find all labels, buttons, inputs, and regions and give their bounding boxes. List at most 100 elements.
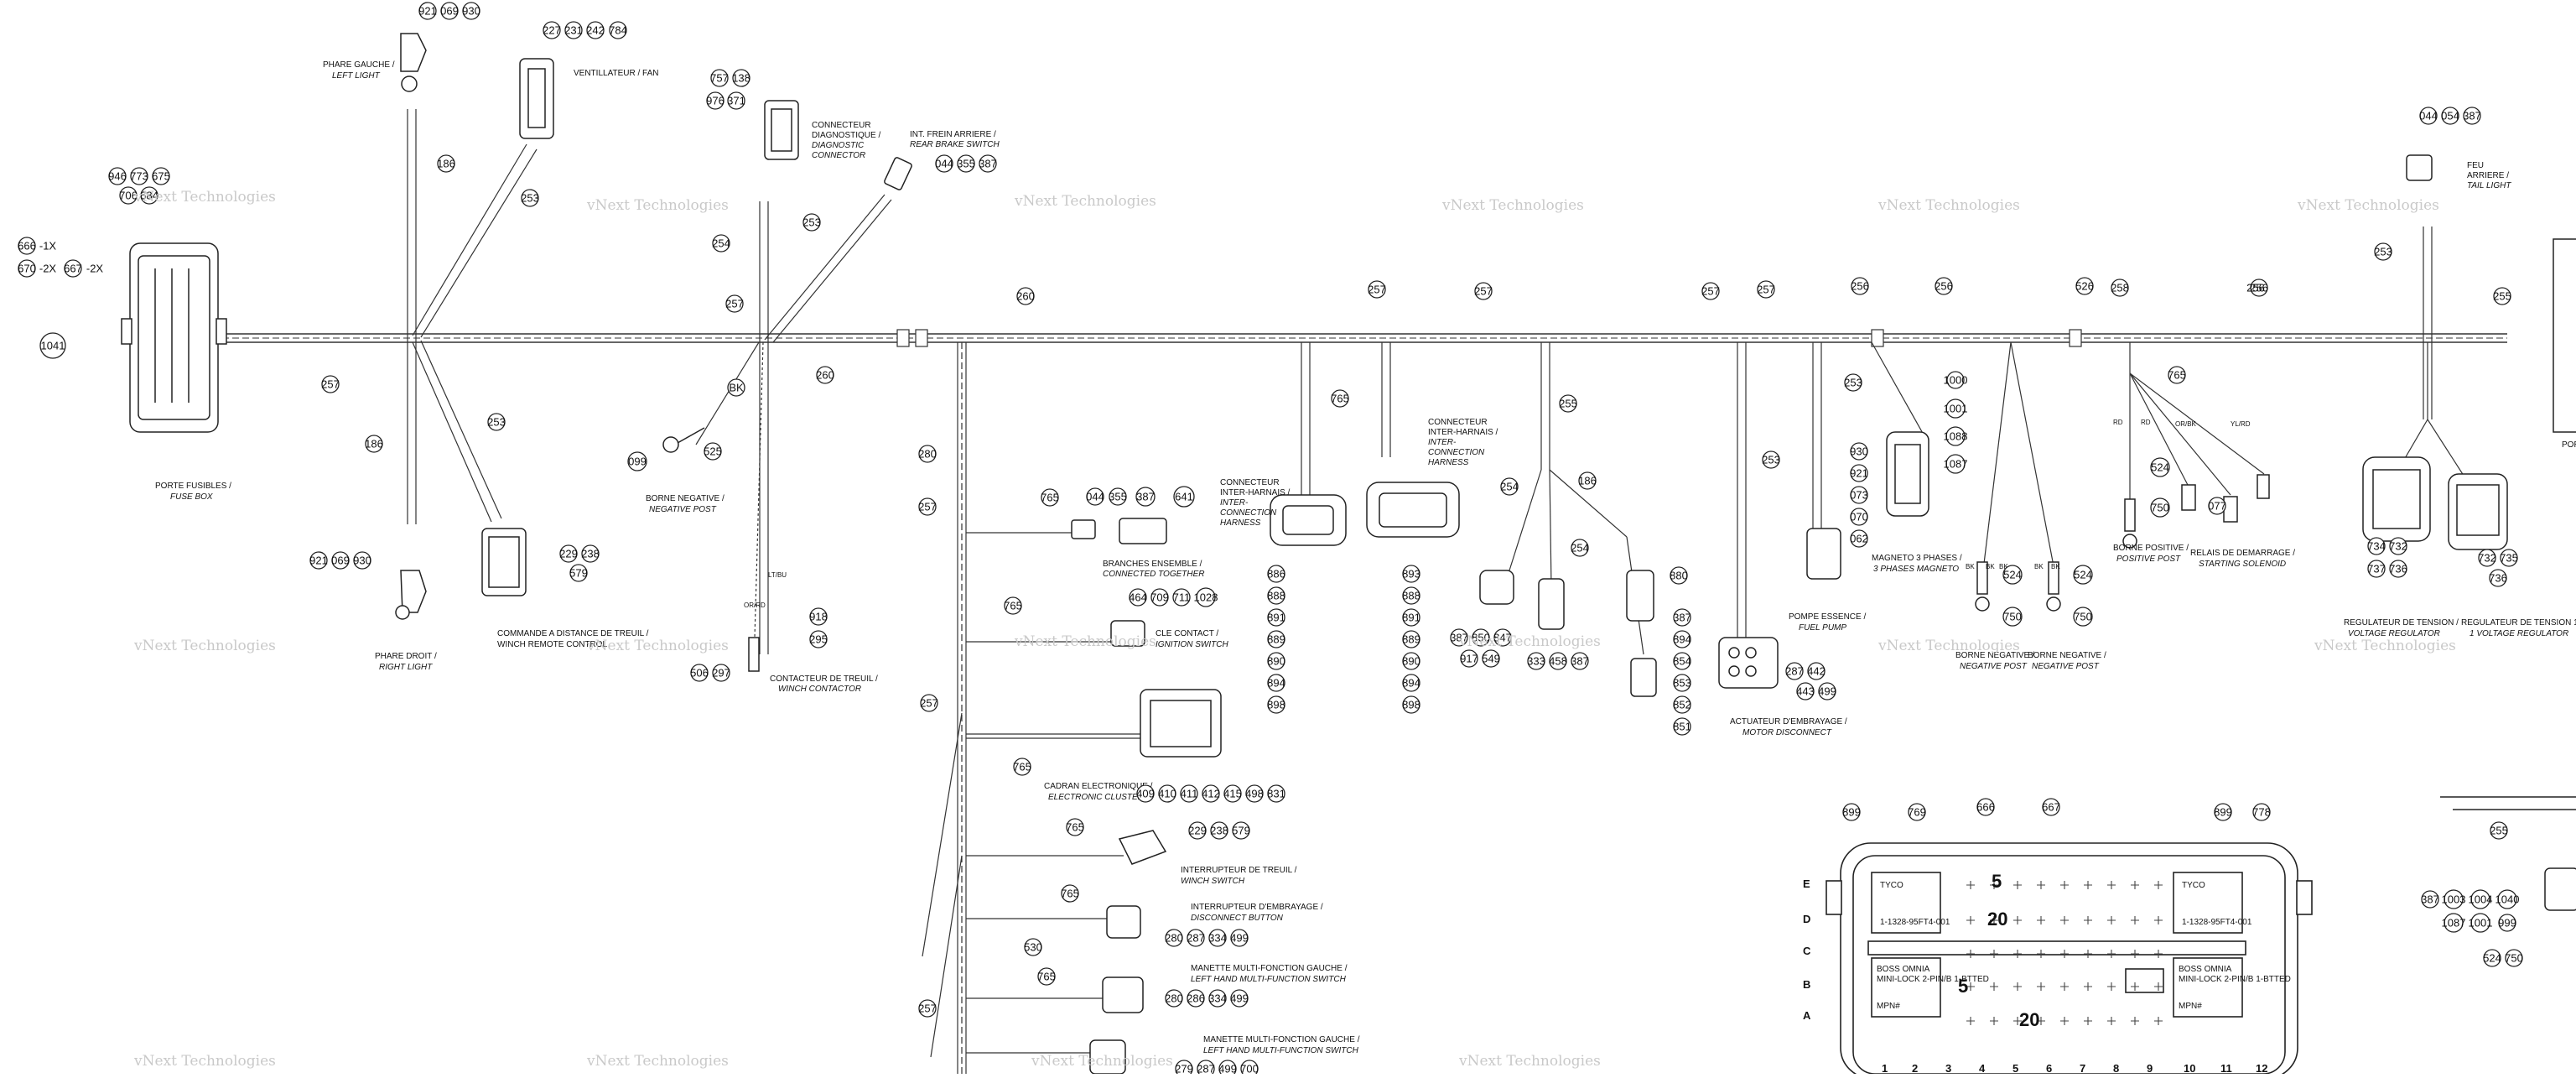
callout-c415: 415 — [1223, 784, 1242, 803]
callout-bk1: BK — [727, 378, 745, 397]
callout-text-c415: 415 — [1223, 788, 1242, 800]
callout-text-c976: 976 — [706, 95, 724, 107]
ecu-pin — [2037, 1017, 2045, 1025]
callout-c999: 999 — [2498, 914, 2516, 932]
ecu-pin — [2154, 881, 2163, 889]
callout-c670: 670 — [18, 259, 36, 278]
callout-text-c889b: 889 — [1402, 633, 1420, 646]
callout-c355a: 355 — [957, 154, 975, 173]
label-volt-reg2-1: REGULATEUR DE TENSION 1 / — [2461, 618, 2576, 628]
label-fan: VENTILLATEUR / FAN — [574, 69, 659, 78]
callout-text-c930b: 930 — [353, 555, 371, 567]
label-neg-post1-1: BORNE NEGATIVE / — [646, 494, 724, 503]
callout-text-c735: 735 — [2500, 552, 2518, 565]
callout-text-c946: 946 — [108, 170, 127, 183]
callout-text-r280a: 280 — [918, 448, 937, 461]
watermark-0: vNext Technologies — [133, 189, 276, 206]
callout-c334a: 334 — [1208, 929, 1227, 947]
ecu-col-6: 6 — [2046, 1062, 2052, 1074]
callout-text-c498: 498 — [1245, 788, 1264, 800]
component-labels: PORTE FUSIBLES / FUSE BOX PHARE GAUCHE /… — [155, 60, 2576, 1055]
callout-c750c: 750 — [2150, 497, 2170, 518]
label-rear-brake-2: REAR BRAKE SWITCH — [910, 140, 1000, 149]
callout-text-c524b: 524 — [2074, 569, 2092, 581]
ecu-fuse-a: 20 — [2019, 1009, 2039, 1030]
callout-text-r765b: 765 — [1041, 492, 1059, 504]
callout-c700: 700 — [1240, 1060, 1259, 1078]
callout-c894b: 894 — [1402, 674, 1420, 692]
callout-c847: 847 — [1493, 628, 1512, 647]
label-diag-2: DIAGNOSTIQUE / — [812, 131, 880, 140]
ecu-small-right-1: BOSS OMNIA — [2179, 965, 2232, 974]
callout-text-r257f: 257 — [1757, 284, 1775, 296]
watermark-9: vNext Technologies — [1458, 633, 1601, 650]
callout-text-c387b: 387 — [1136, 491, 1155, 503]
callout-text-c409: 409 — [1136, 788, 1155, 800]
callout-text-c732a: 732 — [2389, 540, 2407, 553]
watermark-4: vNext Technologies — [1877, 197, 2020, 214]
ecu-col-8: 8 — [2113, 1062, 2119, 1074]
wire-yl-rd: YL/RD — [2231, 420, 2251, 428]
callout-text-c1041: 1041 — [41, 340, 65, 352]
callout-r253f: 253 — [2374, 242, 2392, 261]
callout-c231: 231 — [564, 21, 583, 39]
callout-r257e: 257 — [1701, 282, 1720, 300]
callout-c898a: 898 — [1267, 695, 1285, 714]
ecu-fuse-top: 5 — [1992, 871, 2002, 892]
callout-text-c387f: 387 — [2463, 110, 2481, 122]
callout-text-c670: 670 — [18, 263, 36, 275]
callout-text-c736a: 736 — [2389, 563, 2407, 575]
callout-text-c295: 295 — [809, 633, 828, 646]
callout-text-c734: 734 — [2367, 540, 2386, 553]
ecu-pin — [2107, 916, 2116, 924]
callout-text-c524d: 524 — [2483, 952, 2501, 965]
ecu-pin — [2107, 881, 2116, 889]
ecu-pin — [2013, 982, 2022, 991]
callout-r257f: 257 — [1757, 280, 1775, 299]
callout-text-c1000: 1000 — [1944, 374, 1968, 387]
ecu-pin — [2154, 950, 2163, 958]
label-inter2-5: HARNESS — [1428, 458, 1469, 467]
callout-c778: 778 — [2252, 803, 2271, 821]
callout-c930c: 930 — [1850, 442, 1868, 461]
wire-bk-3: BK — [1999, 563, 2008, 570]
ecu-pin — [1966, 982, 1975, 991]
ecu-pin — [2107, 982, 2116, 991]
callout-r765h: 765 — [2168, 366, 2186, 384]
callout-text-c918: 918 — [809, 611, 828, 623]
callout-text-c334b: 334 — [1208, 992, 1227, 1005]
callout-text-c1001b: 1001 — [2469, 917, 2493, 930]
callout-text-c888a: 888 — [1267, 590, 1285, 602]
ecu-pin — [2037, 950, 2045, 958]
callout-text-r257b: 257 — [321, 378, 340, 391]
callout-r254c: 254 — [1571, 539, 1589, 557]
callout-text-c070: 070 — [1850, 511, 1868, 523]
callout-text-r186b: 186 — [365, 438, 383, 450]
callout-c499d: 499 — [1818, 682, 1836, 700]
callout-text-c069b: 069 — [331, 555, 350, 567]
callout-r256a: 256 — [1851, 277, 1869, 295]
ecu-col-3: 3 — [1945, 1062, 1951, 1074]
label-inter2-3: INTER- — [1428, 438, 1457, 447]
ecu-row-C: C — [1803, 945, 1811, 957]
callout-c773: 773 — [130, 167, 148, 185]
ecu-pin — [2037, 916, 2045, 924]
label-cluster-1: CADRAN ELECTRONIQUE / — [1044, 782, 1153, 791]
callout-text-c464: 464 — [1129, 591, 1147, 604]
callout-text-c387e: 387 — [1673, 612, 1691, 624]
ecu-pin — [1990, 916, 1998, 924]
callout-text-c886: 886 — [1267, 568, 1285, 581]
callout-c387f: 387 — [2463, 107, 2481, 125]
callout-text-r256a: 256 — [1851, 280, 1869, 293]
callout-r765d: 765 — [1013, 758, 1031, 776]
callout-text-c499a: 499 — [1230, 932, 1249, 945]
callout-c295: 295 — [809, 630, 828, 648]
callout-c889b: 889 — [1402, 630, 1420, 648]
callout-text-c530: 530 — [1024, 941, 1042, 954]
ecu-pin — [2060, 982, 2069, 991]
callout-c387d: 387 — [1571, 652, 1589, 670]
label-inter2-4: CONNECTION — [1428, 448, 1485, 457]
ecu-pin — [1990, 1017, 1998, 1025]
callout-text-c1087b: 1087 — [2442, 917, 2466, 930]
callout-text-c077: 077 — [2208, 500, 2226, 513]
